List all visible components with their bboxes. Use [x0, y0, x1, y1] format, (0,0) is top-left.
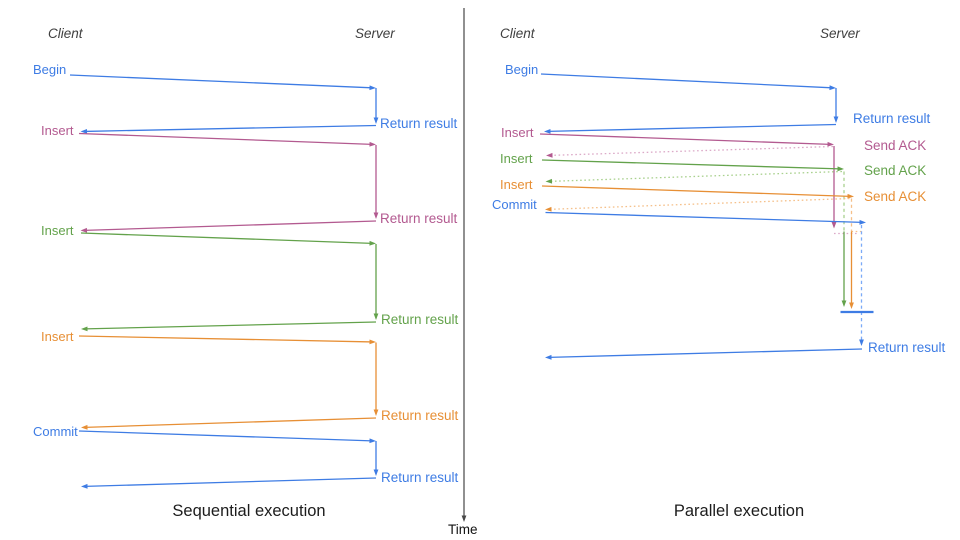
par-insert2-processing-arrowhead: [841, 300, 847, 307]
par-begin-request-arrowhead: [829, 85, 836, 91]
seq-server-header: Server: [355, 26, 395, 41]
seq-begin-processing-arrowhead: [373, 117, 379, 124]
seq-insert1-request-arrowhead: [369, 141, 376, 147]
par-insert2-ack-arrowhead: [545, 178, 553, 184]
par-insert3-ack-arrowhead: [545, 206, 552, 212]
par-insert3-request-arrowhead: [847, 193, 854, 199]
par-commit-request-arrowhead: [859, 219, 866, 225]
seq-begin-return: [84, 124, 377, 133]
par-panel-title: Parallel execution: [674, 502, 804, 520]
seq-insert3-label: Insert: [41, 329, 74, 344]
par-begin-request: [540, 73, 833, 89]
seq-insert2-request-arrowhead: [369, 240, 376, 246]
par-insert1-label: Insert: [501, 125, 534, 140]
seq-commit-label: Commit: [33, 424, 78, 439]
seq-insert3-processing-arrowhead: [373, 409, 379, 416]
par-begin-return-arrowhead: [544, 128, 551, 134]
seq-insert3-return-arrowhead: [81, 424, 88, 430]
par-begin-return-label: Return result: [853, 111, 931, 126]
seq-insert3-request-arrowhead: [369, 339, 376, 345]
seq-begin-return-label: Return result: [380, 116, 458, 131]
seq-insert1-request: [78, 132, 373, 146]
par-begin-processing-arrowhead: [833, 116, 839, 123]
par-begin-label: Begin: [505, 62, 538, 77]
par-insert1-ack: [549, 145, 834, 157]
seq-insert1-return-label: Return result: [380, 211, 458, 226]
par-insert2-request-arrowhead: [837, 166, 844, 172]
seq-begin-request: [69, 74, 373, 89]
seq-insert1-return-arrowhead: [80, 227, 88, 233]
par-client-header: Client: [500, 26, 536, 41]
seq-commit-return: [84, 477, 377, 488]
seq-insert1-processing-arrowhead: [373, 212, 379, 219]
par-insert1-ack-arrowhead: [546, 152, 553, 158]
par-final-return: [548, 348, 863, 359]
par-final-return-label: Return result: [868, 340, 946, 355]
seq-commit-request: [78, 430, 373, 442]
par-insert1-ack-label: Send ACK: [864, 138, 926, 153]
seq-insert2-label: Insert: [41, 223, 74, 238]
seq-insert3-request: [78, 335, 373, 343]
seq-commit-request-arrowhead: [369, 438, 376, 444]
seq-begin-return-arrowhead: [80, 128, 88, 134]
seq-insert2-return-arrowhead: [81, 326, 88, 332]
seq-commit-return-label: Return result: [381, 470, 459, 485]
seq-insert1-return: [84, 220, 377, 232]
seq-commit-return-arrowhead: [81, 483, 88, 489]
seq-begin-request-arrowhead: [369, 85, 376, 91]
par-insert1-processing-arrowhead: [831, 222, 837, 229]
par-begin-return: [547, 123, 837, 133]
seq-insert2-processing-arrowhead: [373, 313, 379, 320]
par-insert3-label: Insert: [500, 177, 533, 192]
seq-insert3-return: [84, 417, 377, 429]
par-insert3-request: [541, 185, 851, 198]
seq-insert2-request: [80, 232, 373, 245]
par-insert3-ack-label: Send ACK: [864, 189, 926, 204]
par-insert2-request: [541, 159, 841, 170]
time-axis-arrowhead: [461, 515, 467, 522]
par-commit-request: [545, 211, 863, 224]
par-insert2-ack: [549, 170, 843, 183]
par-final-return-arrowhead: [545, 354, 552, 360]
par-insert1-request: [539, 133, 831, 146]
seq-insert2-return: [84, 321, 377, 330]
seq-commit-processing-arrowhead: [373, 469, 379, 476]
par-insert1-request-arrowhead: [827, 141, 834, 147]
seq-insert1-label: Insert: [41, 123, 74, 138]
seq-begin-label: Begin: [33, 62, 66, 77]
seq-panel-title: Sequential execution: [172, 502, 325, 520]
seq-client-header: Client: [48, 26, 84, 41]
par-insert2-label: Insert: [500, 151, 533, 166]
par-commit-label: Commit: [492, 197, 537, 212]
seq-insert3-return-label: Return result: [381, 408, 459, 423]
par-commit-queued-arrowhead: [859, 339, 864, 346]
par-insert2-ack-label: Send ACK: [864, 163, 926, 178]
time-axis-label: Time: [448, 522, 478, 537]
seq-insert2-return-label: Return result: [381, 312, 459, 327]
par-insert3-processing-arrowhead: [849, 302, 854, 309]
par-server-header: Server: [820, 26, 860, 41]
